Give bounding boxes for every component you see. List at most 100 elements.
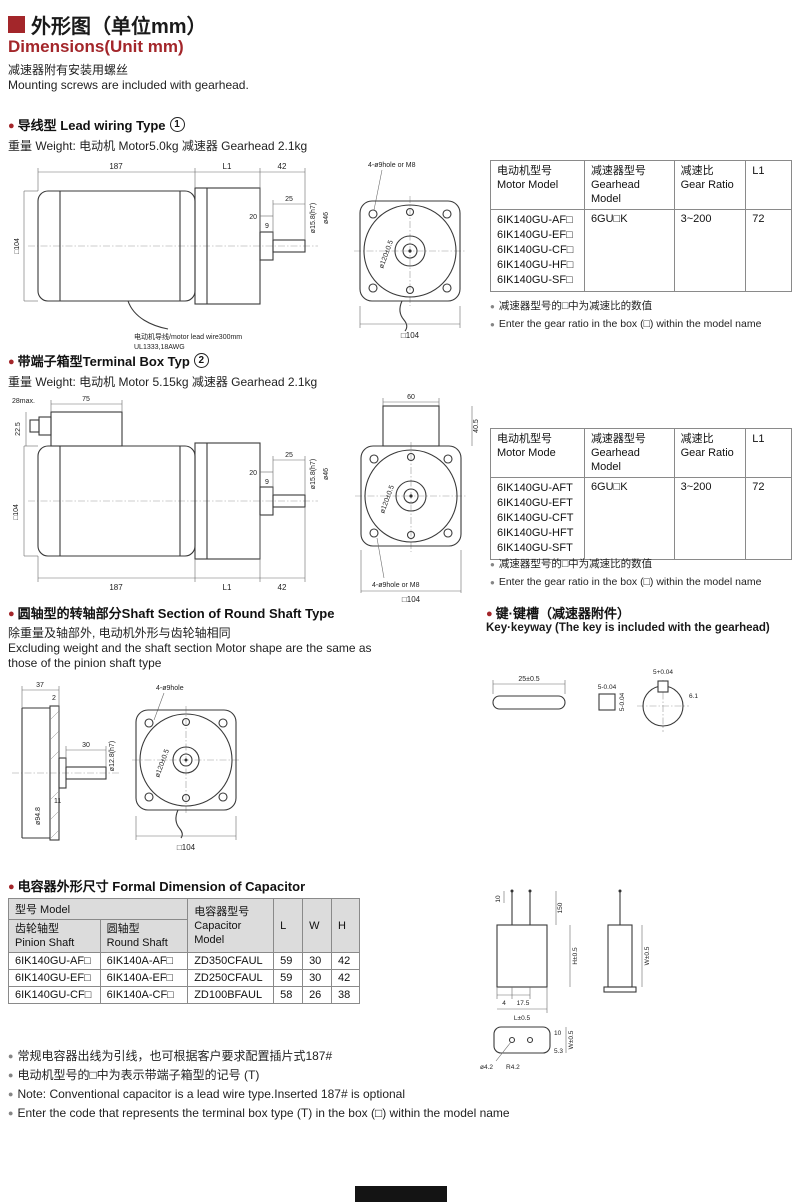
bullet-icon (8, 353, 18, 368)
key-keyway-drawing: 25±0.5 5-0.04 5-0.04 5+0.04 6.1 (492, 669, 698, 732)
bullet-icon (8, 605, 18, 620)
table-row: 6IK140GU-AF□ 6IK140A-AF□ ZD350CFAUL 59 3… (8, 952, 360, 970)
dim-label: 5-0.04 (619, 692, 626, 711)
dim-label: W±0.5 (568, 1030, 575, 1049)
cell: 30 (302, 952, 332, 970)
lead-wiring-weight: 重量 Weight: 电动机 Motor5.0kg 减速器 Gearhead 2… (8, 139, 308, 153)
lead-wire-label: 电动机导线/motor lead wire300mm (134, 332, 242, 341)
dim-label: 4-ø9hole (156, 685, 184, 692)
cell: 6IK140A-AF□ (99, 952, 189, 970)
cell: ZD350CFAUL (187, 952, 275, 970)
cell: 6IK140A-CF□ (99, 986, 189, 1004)
dim-label: R4.2 (506, 1064, 520, 1071)
dim-label: 2 (52, 695, 56, 702)
red-square-icon (8, 16, 25, 33)
cell: 42 (331, 969, 360, 987)
circled-number-2: 2 (193, 353, 209, 368)
dim-label: 60 (407, 394, 415, 401)
note-bullet-icon: ● (8, 1108, 14, 1118)
dim-label: 187 (109, 162, 123, 171)
dim-label: 11 (54, 798, 61, 805)
dim-label: 10 (554, 1030, 562, 1037)
motor-model-cell: 6IK140GU-AF□6IK140GU-EF□ 6IK140GU-CF□6IK… (490, 209, 585, 292)
section-title-text: 电容器外形尺寸 Formal Dimension of Capacitor (17, 879, 306, 894)
bullet-icon (8, 878, 18, 893)
dim-label: 10 (495, 895, 502, 903)
section-title-text: 导线型 Lead wiring Type (17, 118, 166, 133)
terminal-box-front-view-drawing: 60 40.5 ø120±0.5 4-ø9hole or M8 □104 (355, 394, 480, 604)
page-title-en: Dimensions(Unit mm) (8, 37, 184, 56)
gear-ratio-cell: 3~200 (673, 209, 747, 292)
note-text: 减速器型号的□中为减速比的数值 (498, 558, 653, 570)
dim-label: 37 (36, 682, 44, 689)
dim-label: 4-ø9hole or M8 (372, 582, 420, 589)
header-note-en: Mounting screws are included with gearhe… (8, 78, 249, 92)
dim-label: 75 (82, 396, 90, 403)
col-header-w: W (302, 898, 332, 953)
dim-label: ø12.8(h7) (109, 741, 116, 771)
dim-label: 40.5 (473, 419, 480, 433)
lead-wire-label: UL1333,18AWG (134, 344, 185, 351)
dim-label: 25 (285, 452, 293, 459)
cell: 30 (302, 969, 332, 987)
dim-label: 25±0.5 (518, 676, 539, 683)
lead-wiring-front-view-drawing: 4-ø9hole or M8 ø120±0.5 □104 (354, 162, 466, 340)
round-shaft-desc-en: those of the pinion shaft type (8, 656, 162, 670)
dim-label: W±0.5 (644, 946, 651, 965)
col-header-model-group: 型号 Model (7, 898, 189, 920)
dim-label: 5.3 (554, 1048, 563, 1055)
note-bullet-icon: ● (490, 302, 495, 311)
section-capacitor-title: 电容器外形尺寸 Formal Dimension of Capacitor (8, 876, 305, 895)
dim-label: 30 (82, 742, 90, 749)
gearhead-model-cell: 6GU□K (583, 209, 675, 292)
dim-label: 150 (557, 902, 564, 913)
lead-wiring-notes: ●减速器型号的□中为减速比的数值 ●Enter the gear ratio i… (490, 296, 796, 332)
dim-label: 4 (502, 1000, 506, 1007)
bullet-icon (8, 117, 18, 132)
dim-label: L1 (223, 583, 232, 592)
key-keyway-subtitle: Key·keyway (The key is included with the… (486, 622, 770, 634)
gear-ratio-cell: 3~200 (673, 477, 747, 560)
cell: 59 (273, 952, 304, 970)
note-bullet-icon: ● (8, 1089, 14, 1099)
note-text: Enter the code that represents the termi… (17, 1106, 510, 1120)
note-bullet-icon: ● (8, 1070, 14, 1080)
note-bullet-icon: ● (490, 578, 495, 587)
dim-label: 28max. (12, 398, 35, 405)
dim-label: 187 (109, 583, 123, 592)
section-terminal-box-title: 带端子箱型Terminal Box Typ 2 (8, 351, 209, 370)
note-bullet-icon: ● (490, 320, 495, 329)
cell: 6IK140GU-AF□ (8, 952, 101, 970)
section-title-text: 带端子箱型Terminal Box Typ (17, 354, 190, 369)
note-text: Enter the gear ratio in the box (□) with… (498, 318, 762, 330)
dim-label: ø46 (323, 212, 330, 224)
footer-bar (355, 1186, 447, 1202)
section-round-shaft-title: 圆轴型的转轴部分Shaft Section of Round Shaft Typ… (8, 603, 335, 622)
dim-label: ø46 (323, 468, 330, 480)
cell: 42 (331, 952, 360, 970)
l1-cell: 72 (745, 209, 792, 292)
gearhead-model-cell: 6GU□K (583, 477, 675, 560)
col-header-l1: L1 (745, 428, 792, 478)
note-text: 常规电容器出线为引线，也可根据客户要求配置插片式187# (17, 1049, 333, 1063)
note-text: 减速器型号的□中为减速比的数值 (498, 300, 653, 312)
dim-label: ø4.2 (480, 1064, 493, 1071)
col-header-l1: L1 (745, 160, 792, 210)
dim-label: 42 (278, 162, 287, 171)
table-row: 6IK140GU-AF□6IK140GU-EF□ 6IK140GU-CF□6IK… (490, 209, 792, 292)
dim-label: 9 (265, 479, 269, 486)
round-shaft-desc-en: Excluding weight and the shaft section M… (8, 641, 372, 655)
cell: 6IK140GU-EF□ (8, 969, 101, 987)
dim-label: 25 (285, 196, 293, 203)
dim-label: 22.5 (15, 422, 22, 436)
